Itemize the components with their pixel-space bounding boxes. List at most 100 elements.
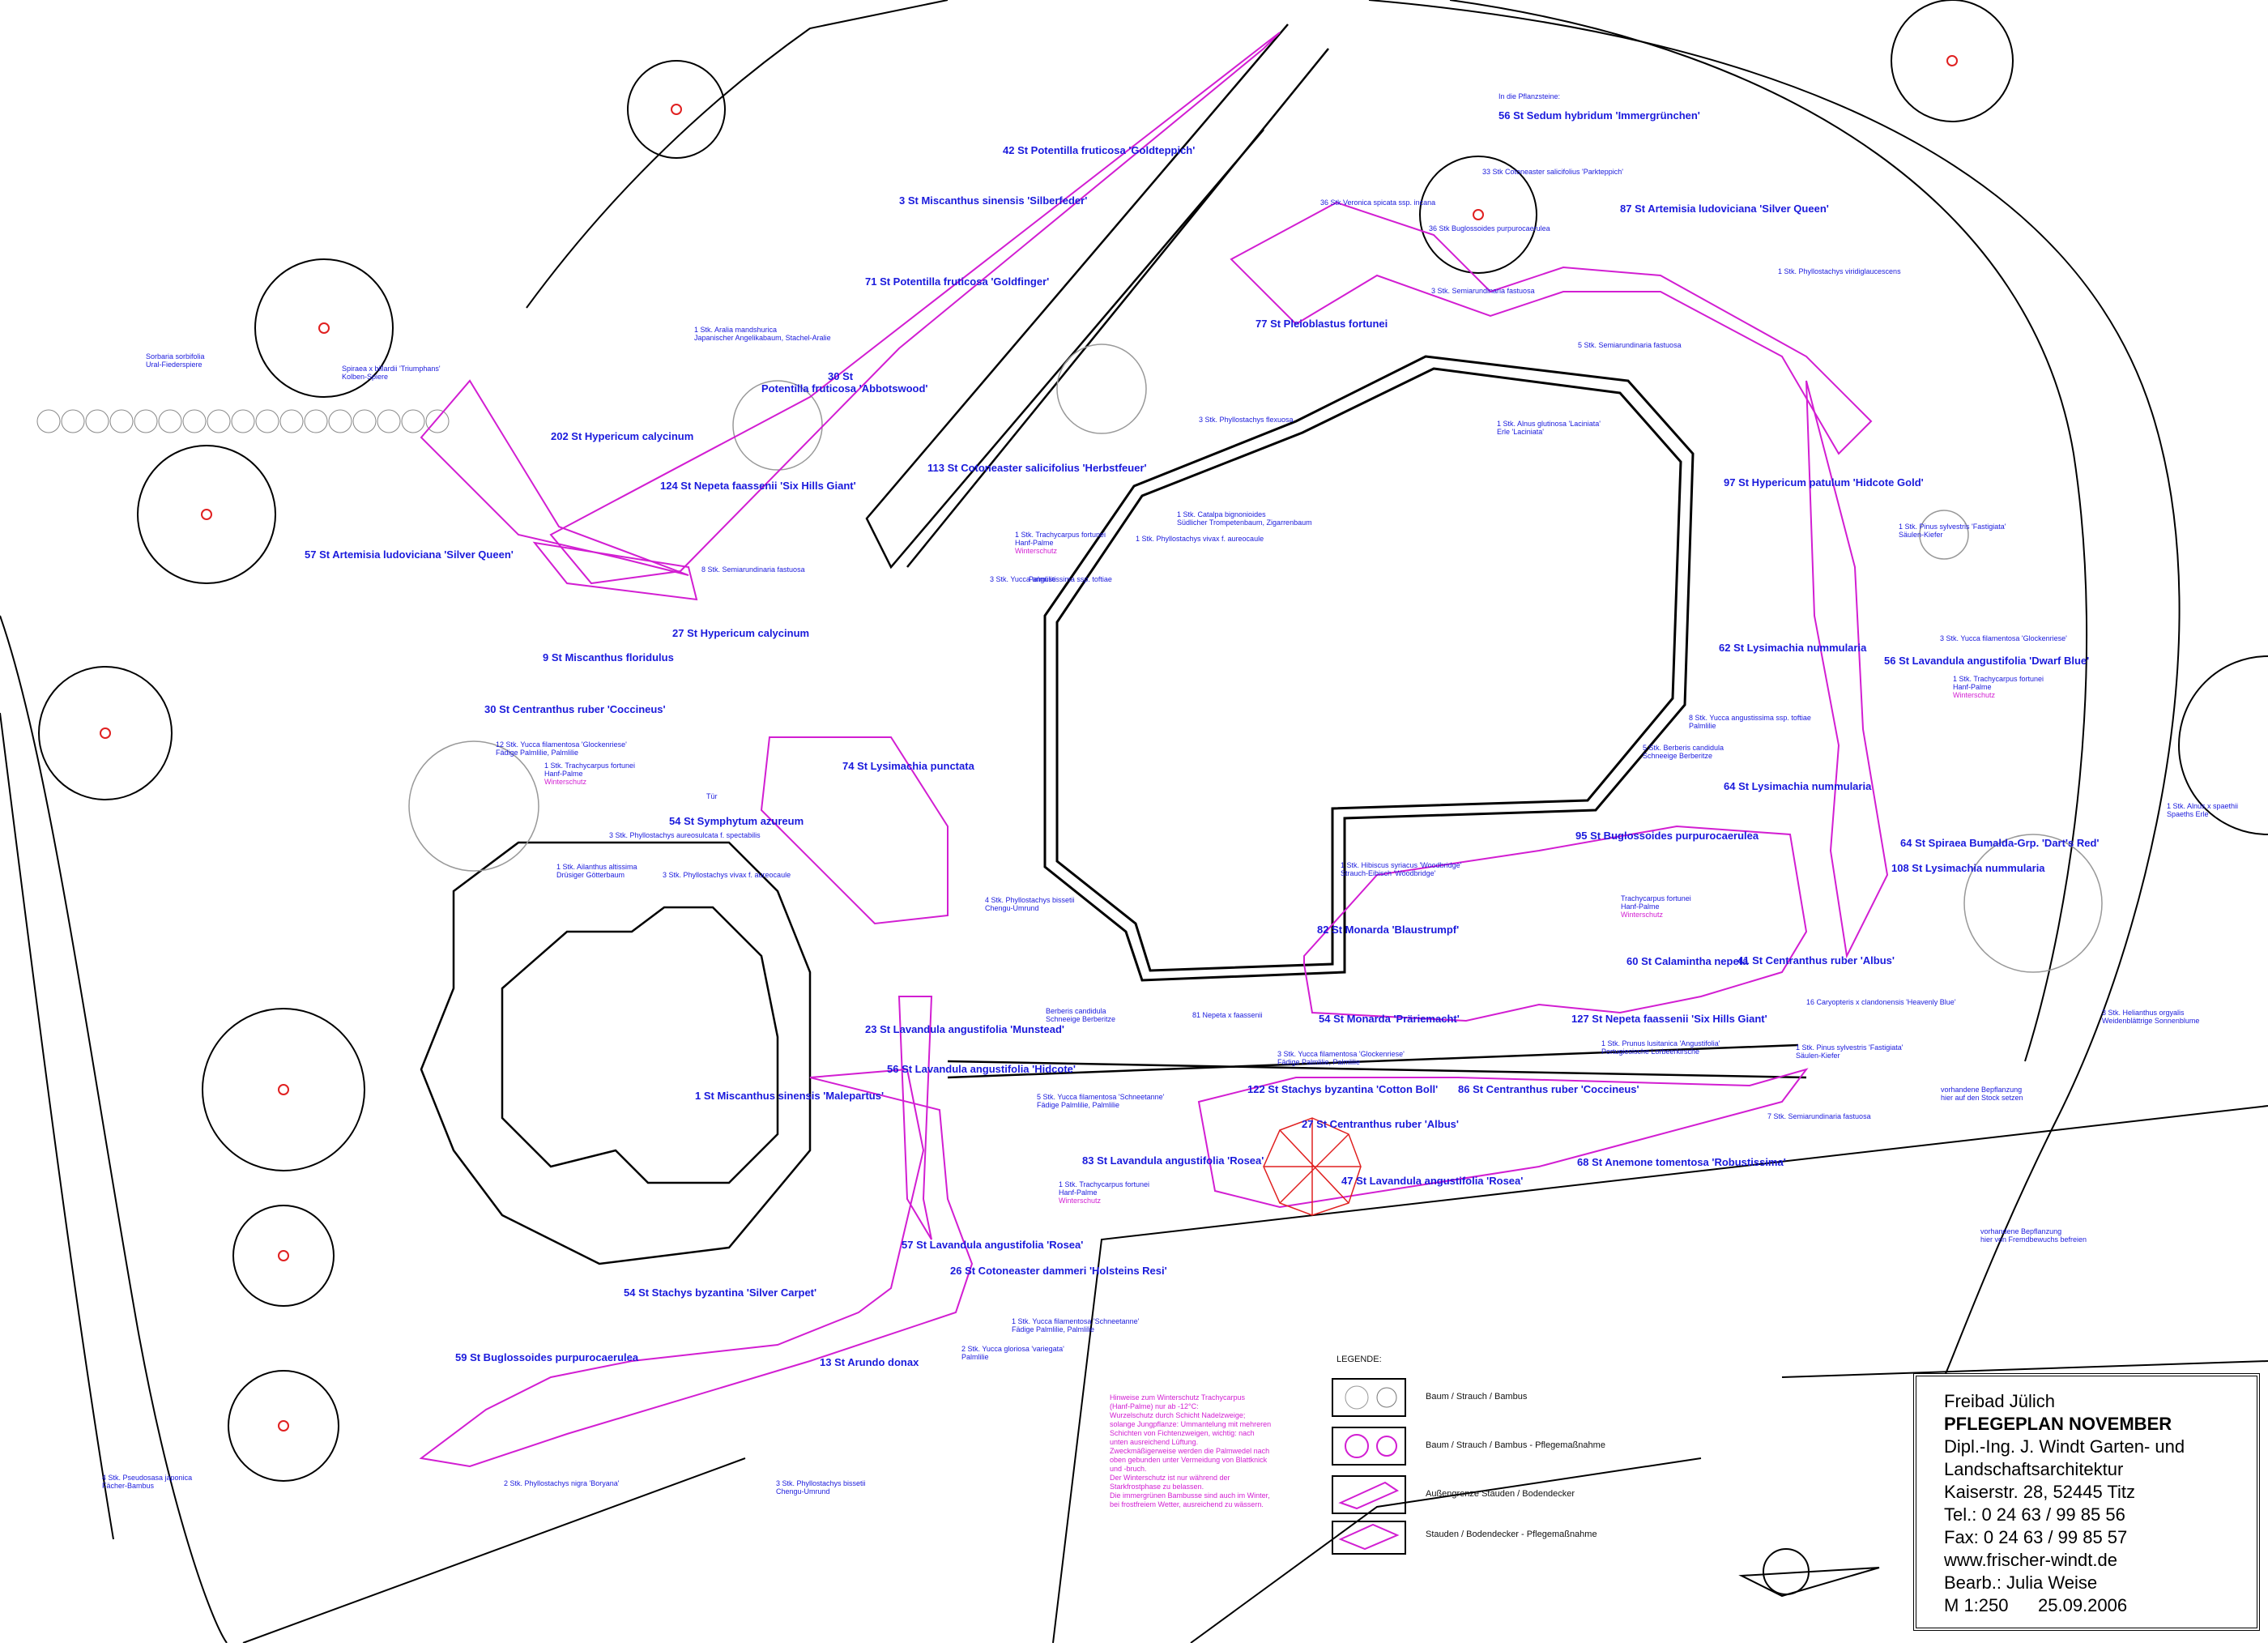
planting-label: 56 St Lavandula angustifolia 'Hidcote' [887, 1063, 1076, 1075]
plant-annotation: Japanischer Angelikabaum, Stachel-Aralie [694, 334, 831, 342]
plant-annotation: Drüsiger Götterbaum [556, 871, 625, 879]
planting-label: 41 St Centranthus ruber 'Albus' [1737, 954, 1895, 966]
planting-label: 86 St Centranthus ruber 'Coccineus' [1458, 1083, 1639, 1095]
plant-annotation: Palmlilie [1689, 722, 1716, 730]
north-arrow [1738, 1548, 1880, 1598]
plant-annotation: 3 Stk. Semiarundinaria fastuosa [1431, 287, 1535, 295]
plant-annotation: Kolben-Spiere [342, 373, 389, 381]
plant-annotation: 4 Stk. Phyllostachys bissetii [985, 896, 1075, 904]
planting-label: 57 St Artemisia ludoviciana 'Silver Quee… [305, 548, 514, 561]
plant-annotation: 7 Stk. Semiarundinaria fastuosa [1767, 1112, 1871, 1120]
office-fax: Fax: 0 24 63 / 99 85 57 [1944, 1527, 2128, 1547]
planting-label: 124 St Nepeta faassenii 'Six Hills Giant… [660, 480, 856, 492]
planting-label: 42 St Potentilla fruticosa 'Goldteppich' [1003, 144, 1196, 156]
planting-label: 54 St Stachys byzantina 'Silver Carpet' [624, 1286, 817, 1299]
scale: M 1:250 [1944, 1595, 2009, 1615]
office-address: Kaiserstr. 28, 52445 Titz [1944, 1482, 2136, 1502]
plant-annotation: 2 Stk. Yucca gloriosa 'variegata' [961, 1345, 1064, 1353]
planting-label: 30 St [828, 370, 854, 382]
planting-label: 64 St Lysimachia nummularia [1724, 780, 1872, 792]
note-line: Der Winterschutz ist nur während der [1110, 1474, 1230, 1482]
office-phone: Tel.: 0 24 63 / 99 85 56 [1944, 1504, 2125, 1525]
planting-label: Potentilla fruticosa 'Abbotswood' [761, 382, 928, 395]
plant-annotation: Hanf-Palme [1621, 902, 1660, 911]
gazebo [1263, 1117, 1362, 1216]
trees [38, 0, 2268, 1482]
planting-label: 1 St Miscanthus sinensis 'Malepartus' [695, 1090, 885, 1102]
plant-annotation: 8 Stk. Semiarundinaria fastuosa [701, 565, 805, 574]
plant-annotation: 36 Stk Veronica spicata ssp. incana [1320, 198, 1436, 207]
plant-annotation: Fädige Palmlilie, Palmlilie [1037, 1101, 1120, 1109]
note-line: Die immergrünen Bambusse sind auch im Wi… [1110, 1491, 1270, 1500]
plant-annotation: 3 Stk. Yucca angustissima ssp. toftiae [990, 575, 1112, 583]
office-name-2: Landschaftsarchitektur [1944, 1459, 2124, 1479]
plant-annotation: Chengu-Umrund [776, 1487, 830, 1496]
planting-label: 64 St Spiraea Bumalda-Grp. 'Dart's Red' [1900, 837, 2100, 849]
plant-annotation: Hanf-Palme [1015, 539, 1054, 547]
office-name: Dipl.-Ing. J. Windt Garten- und [1944, 1436, 2185, 1457]
planting-label: 62 St Lysimachia nummularia [1719, 642, 1867, 654]
note-line: Zweckmäßigerweise werden die Palmwedel n… [1110, 1447, 1270, 1455]
plant-annotation: 4 Stk. Pseudosasa japonica [102, 1474, 193, 1482]
planting-label: 71 St Potentilla fruticosa 'Goldfinger' [865, 275, 1050, 288]
plant-annotation: 3 Stk. Yucca filamentosa 'Glockenriese' [1940, 634, 2067, 642]
plant-annotation: 3 Stk. Phyllostachys flexuosa [1199, 416, 1294, 424]
drawn-by: Bearb.: Julia Weise [1944, 1572, 2098, 1593]
planting-label: 77 St Pleioblastus fortunei [1256, 318, 1388, 330]
plant-annotation: 5 Stk. Yucca filamentosa 'Schneetanne' [1037, 1093, 1165, 1101]
plant-annotation: Spaeths Erle [2167, 810, 2209, 818]
plant-annotation: Fächer-Bambus [102, 1482, 155, 1490]
planting-label: 26 St Cotoneaster dammeri 'Holsteins Res… [950, 1265, 1167, 1277]
plant-annotation: Schneeige Berberitze [1643, 752, 1713, 760]
plant-annotation: 1 Stk. Ailanthus altissima [556, 863, 637, 871]
planting-label: 74 St Lysimachia punctata [842, 760, 974, 772]
planting-label: 56 St Sedum hybridum 'Immergrünchen' [1498, 109, 1700, 122]
plant-annotation: vorhandene Bepflanzung [1941, 1086, 2023, 1094]
planting-label: 56 St Lavandula angustifolia 'Dwarf Blue… [1884, 655, 2090, 667]
plant-annotation: Hanf-Palme [1059, 1188, 1098, 1197]
plant-annotation: Chengu-Umrund [985, 904, 1039, 912]
hedge-row [36, 409, 450, 433]
legend-item: Stauden / Bodendecker - Pflegemaßnahme [1426, 1530, 1597, 1539]
plant-annotation: 1 Stk. Pinus sylvestris 'Fastigiata' [1899, 523, 2006, 531]
note-line: solange Jungpflanze: Ummantelung mit meh… [1110, 1420, 1272, 1428]
plant-annotation: Hanf-Palme [544, 770, 583, 778]
planting-label: 202 St Hypericum calycinum [551, 430, 694, 442]
plant-annotation: vorhandene Bepflanzung [1980, 1227, 2062, 1235]
winter-protection-label: Winterschutz [1621, 911, 1664, 919]
planting-label: 108 St Lysimachia nummularia [1891, 862, 2045, 874]
plant-annotation: 2 Stk. Phyllostachys nigra 'Boryana' [504, 1479, 620, 1487]
note-line: bei frostfreiem Wetter, ausreichend zu w… [1110, 1500, 1264, 1508]
planting-label: 30 St Centranthus ruber 'Coccineus' [484, 703, 666, 715]
plant-annotation: 1 Stk. Catalpa bignonioides [1177, 510, 1266, 518]
plant-annotation: 1 Stk. Trachycarpus fortunei [1059, 1180, 1150, 1188]
note-line: Wurzelschutz durch Schicht Nadelzweige; [1110, 1411, 1246, 1419]
west-building [420, 841, 812, 1265]
plant-annotation: Säulen-Kiefer [1899, 531, 1943, 539]
planting-label: 13 St Arundo donax [820, 1356, 919, 1368]
plant-annotation: 81 Nepeta x faassenii [1192, 1011, 1263, 1019]
plant-annotation: Strauch-Eibisch 'Woodbridge' [1341, 869, 1436, 877]
planting-label: 54 St Symphytum azureum [669, 815, 804, 827]
note-line: Hinweise zum Winterschutz Trachycarpus [1110, 1393, 1246, 1402]
legend-item: Außengrenze Stauden / Bodendecker [1426, 1489, 1575, 1499]
plan-date: 25.09.2006 [2038, 1595, 2128, 1615]
planting-label: 23 St Lavandula angustifolia 'Munstead' [865, 1023, 1065, 1035]
plant-annotation: 3 Stk. Phyllostachys vivax f. aureocaule [663, 871, 791, 879]
office-website: www.frischer-windt.de [1944, 1550, 2117, 1570]
plant-annotation: 3 Stk. Helianthus orgyalis [2102, 1009, 2185, 1017]
planting-label: 127 St Nepeta faassenii 'Six Hills Giant… [1571, 1013, 1767, 1025]
title-block: Freibad Jülich PFLEGEPLAN NOVEMBER Dipl.… [1913, 1373, 2260, 1631]
winter-protection-label: Winterschutz [1059, 1197, 1102, 1205]
winter-protection-label: Winterschutz [1015, 547, 1058, 555]
plant-annotation: Erle 'Laciniata' [1497, 428, 1544, 436]
tree-markers [100, 55, 1958, 1432]
plant-annotation: Säulen-Kiefer [1796, 1052, 1840, 1060]
planting-label: 60 St Calamintha nepeta [1626, 955, 1749, 967]
plant-annotation: 1 Stk. Trachycarpus fortunei [1953, 675, 2044, 683]
plant-annotation: Spiraea x billardii 'Triumphans' [342, 365, 441, 373]
legend-symbols [1332, 1378, 1406, 1555]
plant-annotation: 1 Stk. Prunus lusitanica 'Angustifolia' [1601, 1039, 1720, 1048]
plant-annotation: 5 Stk. Semiarundinaria fastuosa [1578, 341, 1682, 349]
